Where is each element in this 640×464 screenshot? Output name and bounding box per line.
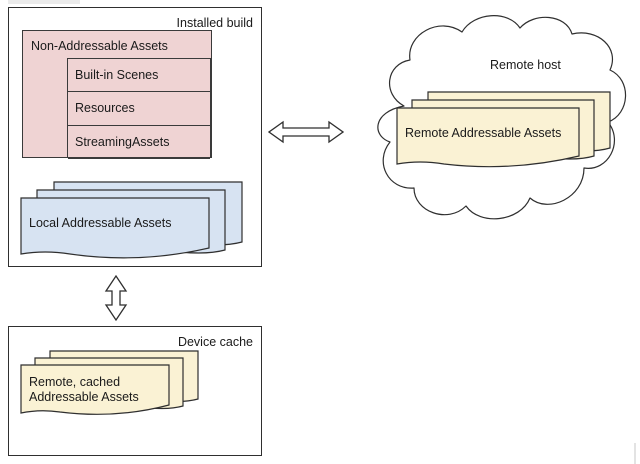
remote-addressable-assets-stack: Remote Addressable Assets xyxy=(396,88,618,172)
cached-addressable-assets-stack: Remote, cached Addressable Assets xyxy=(20,348,210,420)
document-sheet-front xyxy=(396,107,580,168)
device-cache-label: Device cache xyxy=(177,335,253,349)
installed-build-label: Installed build xyxy=(176,16,253,30)
remote-host-label: Remote host xyxy=(490,58,561,72)
table-row: StreamingAssets xyxy=(68,126,210,159)
document-sheet-front xyxy=(20,364,170,415)
table-row: Built-in Scenes xyxy=(68,59,210,93)
double-headed-arrow-icon xyxy=(104,275,128,321)
non-addressable-assets-label: Non-Addressable Assets xyxy=(31,39,168,53)
cached-addressable-assets-label: Remote, cached Addressable Assets xyxy=(29,375,139,404)
top-edge-artifact xyxy=(8,0,80,4)
table-row: Resources xyxy=(68,92,210,126)
non-addressable-assets-group: Non-Addressable Assets xyxy=(22,30,212,158)
local-addressable-assets-label: Local Addressable Assets xyxy=(29,216,172,230)
non-addressable-assets-table: Built-in Scenes Resources StreamingAsset… xyxy=(67,58,211,159)
local-addressable-assets-stack: Local Addressable Assets xyxy=(20,176,250,262)
double-headed-arrow-icon xyxy=(268,120,344,144)
right-edge-artifact xyxy=(634,443,636,464)
remote-addressable-assets-label: Remote Addressable Assets xyxy=(405,126,562,140)
build-to-device-cache-arrow xyxy=(101,275,131,321)
build-to-remote-host-arrow xyxy=(268,117,344,147)
document-sheet-front xyxy=(20,197,210,259)
